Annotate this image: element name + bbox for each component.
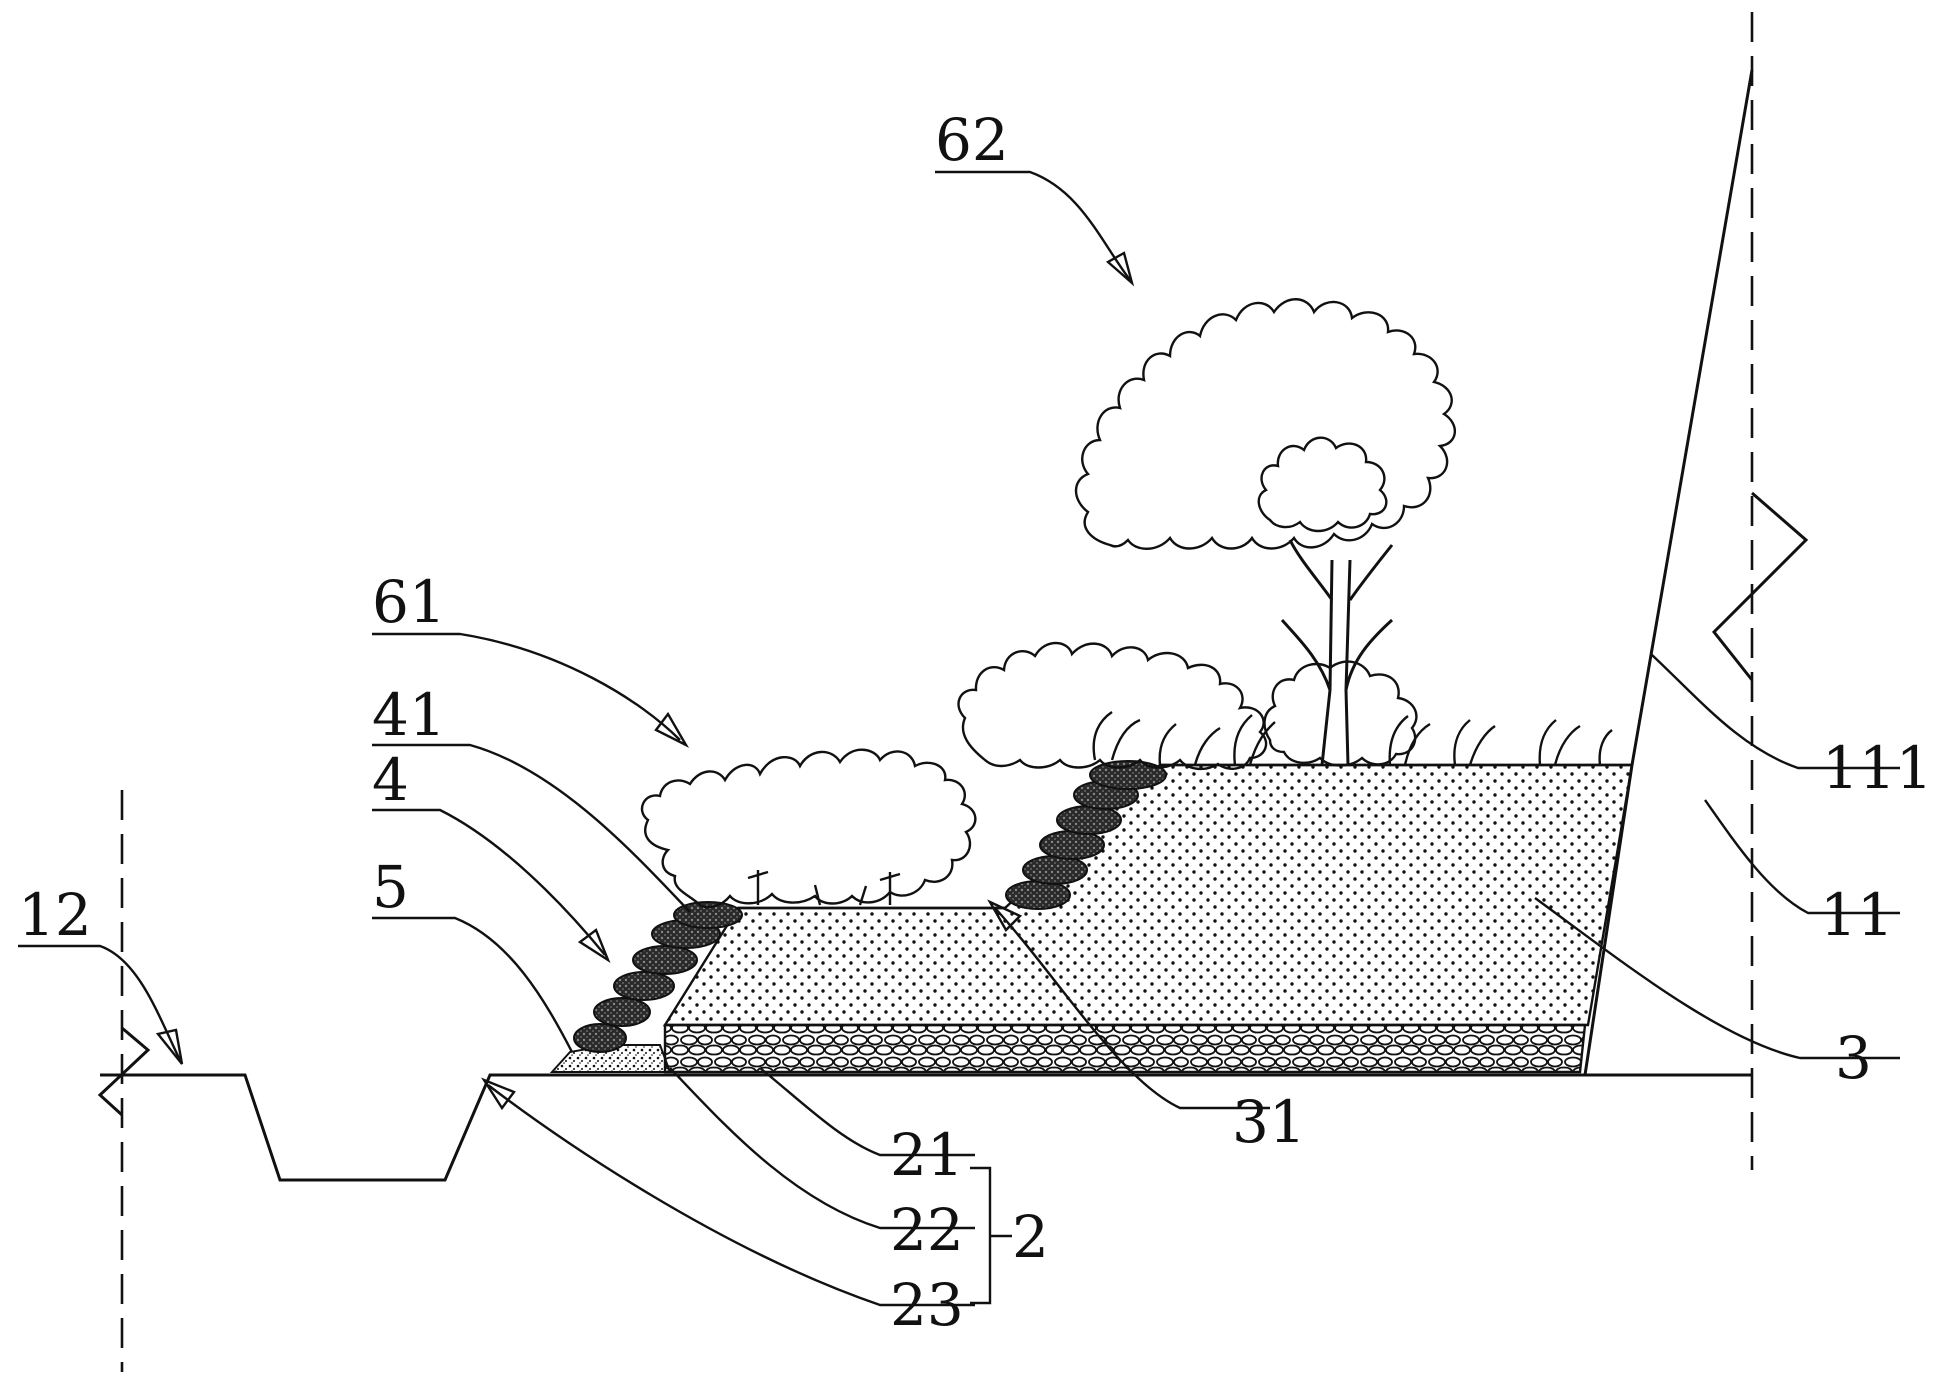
arrow-62 — [1108, 253, 1132, 283]
label-23: 23 — [890, 1271, 964, 1339]
tree-trunk — [1282, 540, 1392, 765]
label-12: 12 — [18, 881, 92, 949]
shrub-canopy — [642, 750, 975, 907]
groundcover-plants — [1094, 712, 1612, 765]
arrow-4 — [580, 930, 608, 960]
sandbag — [594, 998, 650, 1026]
label-41: 41 — [372, 681, 446, 749]
sandbag — [1040, 831, 1104, 859]
label-21: 21 — [890, 1121, 964, 1189]
label-3: 3 — [1835, 1024, 1872, 1092]
slope-face — [1585, 70, 1752, 1075]
bush-canopy — [959, 643, 1267, 769]
leader-5 — [372, 918, 572, 1052]
label-22: 22 — [890, 1196, 964, 1264]
sandbag — [633, 946, 697, 974]
arrow-12 — [158, 1030, 182, 1064]
leader-62 — [935, 172, 1130, 280]
label-5: 5 — [372, 853, 409, 921]
label-2: 2 — [1012, 1203, 1049, 1271]
left-break-mark — [100, 1028, 148, 1115]
sandbag — [614, 972, 674, 1000]
tree-inner-foliage — [1259, 438, 1387, 531]
bush-canopy-right — [1265, 662, 1417, 766]
planting-soil-layer — [665, 765, 1632, 1025]
label-62: 62 — [935, 106, 1009, 174]
label-111: 111 — [1822, 734, 1933, 802]
sandbag — [574, 1024, 626, 1052]
leader-41 — [372, 745, 690, 912]
sandbag — [1023, 856, 1087, 884]
sandbag — [1057, 806, 1121, 834]
leader-12 — [18, 946, 180, 1060]
bracket-2 — [970, 1168, 990, 1303]
right-break-mark — [1714, 493, 1806, 680]
label-61: 61 — [372, 568, 446, 636]
label-11: 11 — [1820, 881, 1894, 949]
arrow-61 — [656, 714, 686, 745]
label-4: 4 — [372, 746, 409, 814]
label-31: 31 — [1232, 1088, 1306, 1156]
tree-canopy — [1076, 299, 1455, 549]
sandbag — [1006, 881, 1070, 909]
